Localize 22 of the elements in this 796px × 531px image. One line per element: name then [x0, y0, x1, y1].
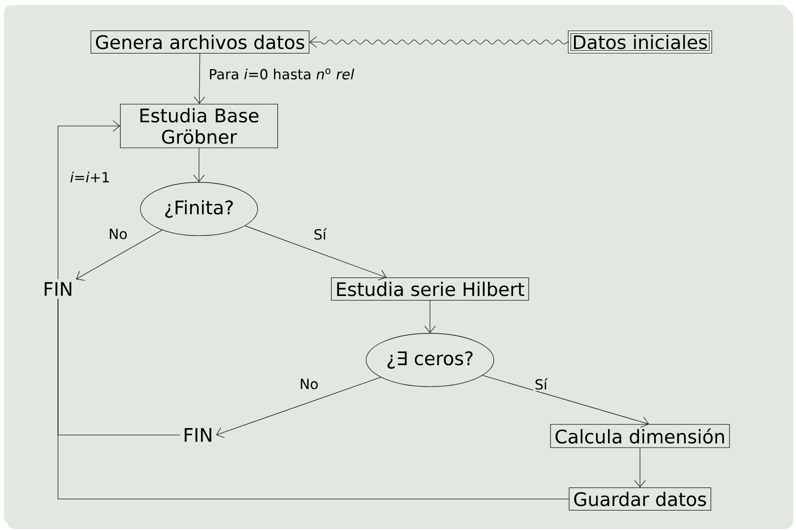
- edge-label: i=i+1: [68, 170, 112, 184]
- edge-label: No: [107, 227, 129, 241]
- arrow: [76, 230, 162, 281]
- arrow: [193, 148, 205, 182]
- arrow: [309, 36, 570, 48]
- process-box: Estudia serie Hilbert: [331, 278, 529, 300]
- arrow: [194, 53, 205, 104]
- end-text: FIN: [184, 428, 212, 442]
- edge-label: Para i=0 hasta n$^{o}$ rel: [207, 67, 356, 81]
- input-box: Datos iniciales: [568, 30, 712, 54]
- arrow: [58, 120, 120, 280]
- arrow: [216, 376, 382, 438]
- arrow: [424, 300, 436, 334]
- edge-label: No: [298, 377, 320, 391]
- end-text: FIN: [44, 282, 72, 296]
- process-box: Estudia Base Gröbner: [120, 104, 278, 148]
- arrow: [634, 448, 646, 488]
- process-box: Calcula dimensión: [550, 424, 730, 448]
- arrow: [244, 226, 386, 280]
- process-box: Guardar datos: [568, 488, 712, 510]
- arrow: [482, 375, 649, 428]
- process-box: Genera archivos datos: [90, 30, 310, 54]
